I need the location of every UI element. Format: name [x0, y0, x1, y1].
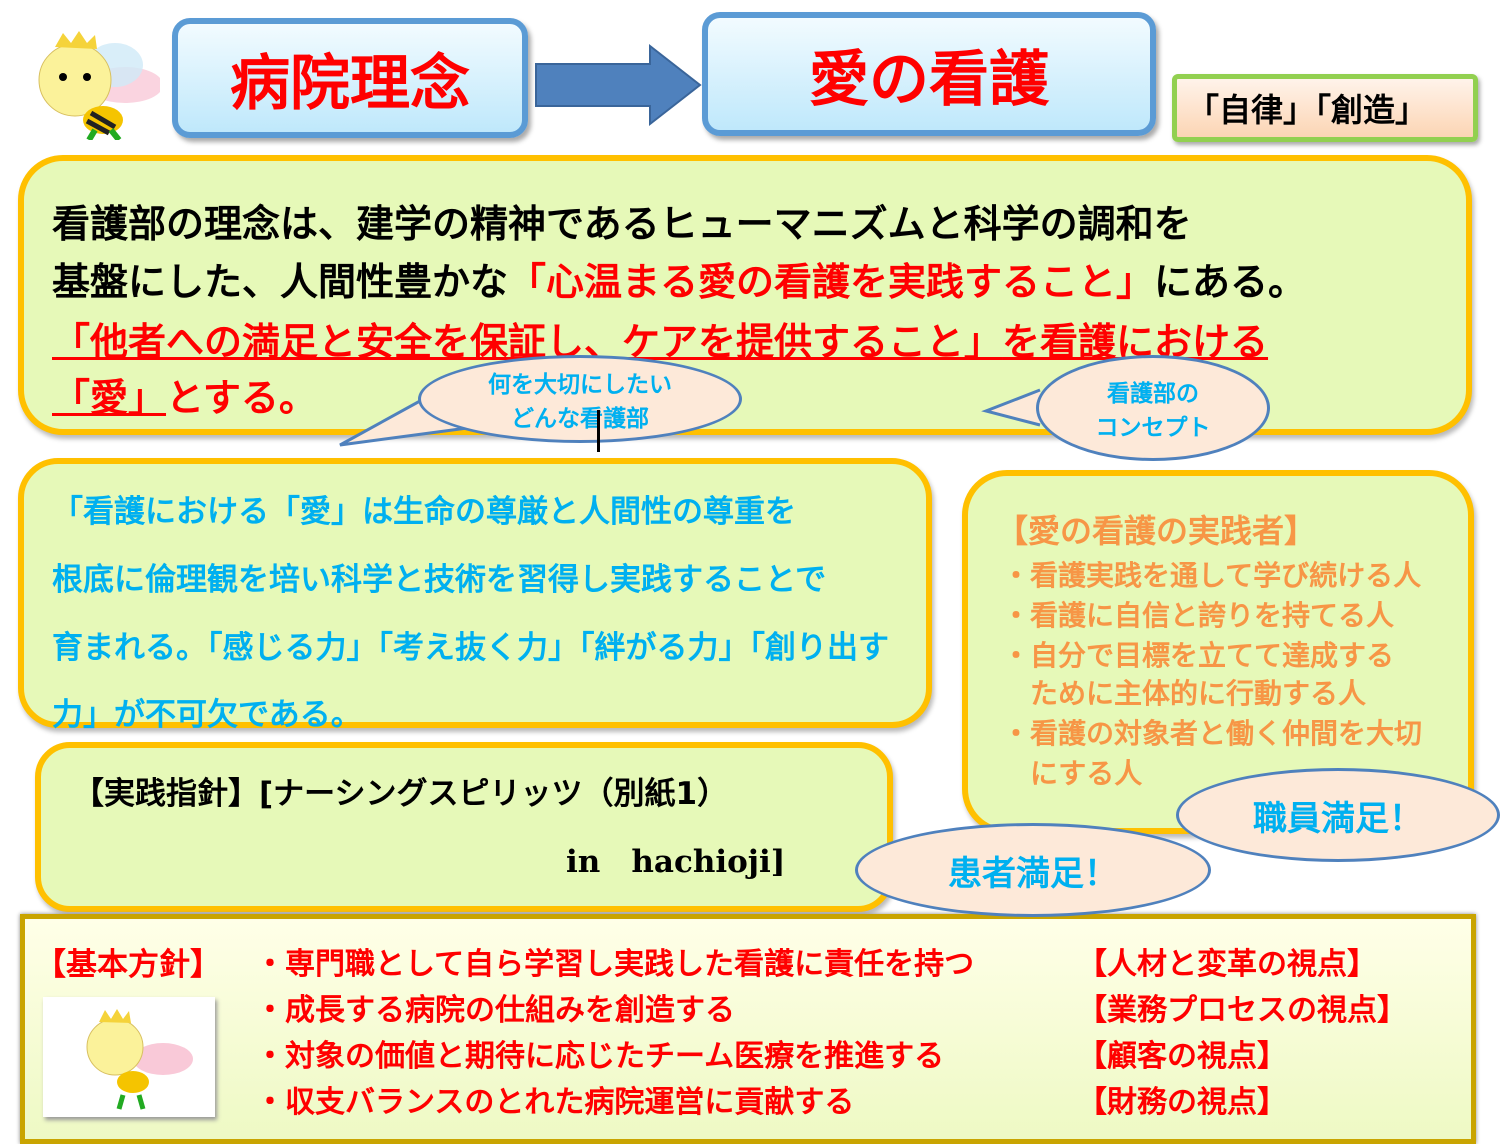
- love-nursing-title: 愛の看護: [809, 44, 1049, 115]
- bee-image: [43, 997, 215, 1117]
- policy-view: 【財務の視点】: [1077, 1085, 1287, 1120]
- highlight-text: 「心温まる愛の看護を実践すること」: [508, 260, 1155, 304]
- policy-item: ・収支バランスのとれた病院運営に貢献する: [255, 1085, 855, 1120]
- bubble-tail: [981, 388, 1041, 427]
- arrow-right-icon: [535, 43, 702, 127]
- practice-guideline-box: 【実践指針】[ナーシングスピリッツ（別紙1） in hachioji]: [35, 742, 893, 912]
- practitioner-item: ために主体的に行動する人: [1002, 677, 1367, 710]
- practitioner-item: ・自分で目標を立てて達成する: [1002, 639, 1395, 672]
- practitioners-title: 【愛の看護の実践者】: [996, 512, 1317, 550]
- philosophy-line-4: 「愛」とする。: [52, 367, 317, 422]
- policy-item: ・対象の価値と期待に応じたチーム医療を推進する: [255, 1039, 945, 1074]
- nursing-philosophy-box: 看護部の理念は、建学の精神であるヒューマニズムと科学の調和を 基盤にした、人間性…: [18, 155, 1472, 435]
- bee-mascot-icon: [86, 1009, 193, 1110]
- guideline-line-1: 【実践指針】[ナーシングスピリッツ（別紙1）: [73, 776, 729, 812]
- patient-satisfaction-bubble: 患者満足！: [855, 823, 1211, 917]
- highlight-text: 「愛」: [52, 376, 167, 420]
- what-matters-bubble: 何を大切にしたいどんな看護部: [418, 355, 742, 443]
- love-definition-box: 「看護における「愛」は生命の尊厳と人間性の尊重を 根底に倫理観を培い科学と技術を…: [18, 458, 932, 733]
- staff-satisfaction-bubble: 職員満足！: [1176, 768, 1500, 862]
- policy-view: 【業務プロセスの視点】: [1077, 993, 1407, 1028]
- philosophy-line-1: 看護部の理念は、建学の精神であるヒューマニズムと科学の調和を: [52, 202, 1192, 246]
- text: とする。: [166, 376, 317, 420]
- bubble-text: コンセプト: [1095, 415, 1211, 441]
- bubble-text: 看護部の: [1107, 381, 1199, 407]
- philosophy-line-3: 「他者への満足と安全を保証し、ケアを提供すること」を看護における: [52, 311, 1268, 366]
- practitioner-item: にする人: [1002, 757, 1143, 790]
- policy-item: ・専門職として自ら学習し実践した看護に責任を持つ: [255, 947, 975, 982]
- bubble-text: 何を大切にしたい: [488, 372, 672, 398]
- policy-item: ・成長する病院の仕組みを創造する: [255, 993, 735, 1028]
- love-nursing-box: 愛の看護: [702, 12, 1156, 136]
- love-line: 力」が不可欠である。: [52, 697, 362, 733]
- hospital-philosophy-label: 病院理念: [230, 48, 470, 119]
- hospital-philosophy-box: 病院理念: [172, 18, 528, 138]
- love-line: 「看護における「愛」は生命の尊厳と人間性の尊重を: [52, 494, 796, 530]
- basic-policy-title: 【基本方針】: [35, 947, 221, 983]
- basic-policy-box: 【基本方針】 ・専門職として自ら学習し実践した看護に責任を持つ 【人材と変革の視…: [20, 914, 1476, 1144]
- text-cursor: [597, 410, 600, 452]
- bee-mascot-icon: [38, 31, 160, 140]
- practitioner-item: ・看護の対象者と働く仲間を大切: [1002, 717, 1423, 750]
- love-line: 根底に倫理観を培い科学と技術を習得し実践することで: [52, 562, 827, 598]
- keywords-text: 「自律」「創造」: [1187, 91, 1428, 129]
- bubble-text: 患者満足！: [948, 853, 1118, 894]
- bubble-text: どんな看護部: [511, 406, 649, 432]
- concept-bubble: 看護部のコンセプト: [1036, 355, 1270, 461]
- text: 基盤にした、人間性豊かな: [52, 260, 509, 304]
- keywords-box: 「自律」「創造」: [1172, 74, 1478, 142]
- policy-view: 【人材と変革の視点】: [1077, 947, 1377, 982]
- practitioner-item: ・看護実践を通して学び続ける人: [1002, 559, 1422, 592]
- philosophy-line-2: 基盤にした、人間性豊かな「心温まる愛の看護を実践すること」にある。: [52, 251, 1306, 306]
- guideline-line-2: in hachioji]: [566, 844, 786, 880]
- practitioner-item: ・看護に自信と誇りを持てる人: [1002, 599, 1395, 632]
- text: にある。: [1154, 260, 1307, 304]
- bubble-text: 職員満足！: [1253, 798, 1423, 839]
- policy-view: 【顧客の視点】: [1077, 1039, 1287, 1074]
- love-line: 育まれる。「感じる力」「考え抜く力」「絆がる力」「創り出す: [52, 630, 889, 666]
